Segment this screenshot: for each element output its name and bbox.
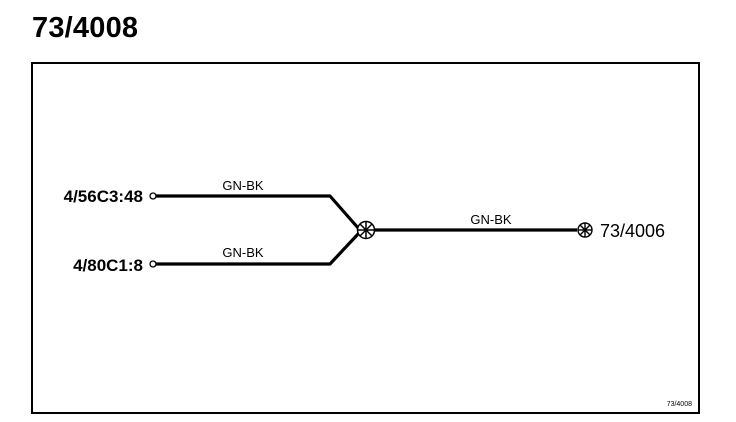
- diagram-reference: 73/4008: [667, 401, 692, 408]
- wire-1: [156, 194, 361, 231]
- connector-label-1: 4/56C3:48: [64, 187, 143, 206]
- diagram-frame: [31, 62, 700, 414]
- wire-2: [156, 231, 361, 266]
- ground-point-icon: [577, 222, 593, 238]
- connector-pin-2: [149, 260, 157, 268]
- connector-pin-1: [149, 192, 157, 200]
- wire-color-label-3: GN-BK: [470, 212, 512, 227]
- connector-label-2: 4/80C1:8: [73, 256, 143, 275]
- wire-color-label-2: GN-BK: [222, 245, 264, 260]
- page-title: 73/4008: [32, 12, 139, 44]
- splice-icon: [356, 220, 376, 240]
- wire-color-label-1: GN-BK: [222, 178, 264, 193]
- ground-point-label: 73/4006: [600, 221, 665, 241]
